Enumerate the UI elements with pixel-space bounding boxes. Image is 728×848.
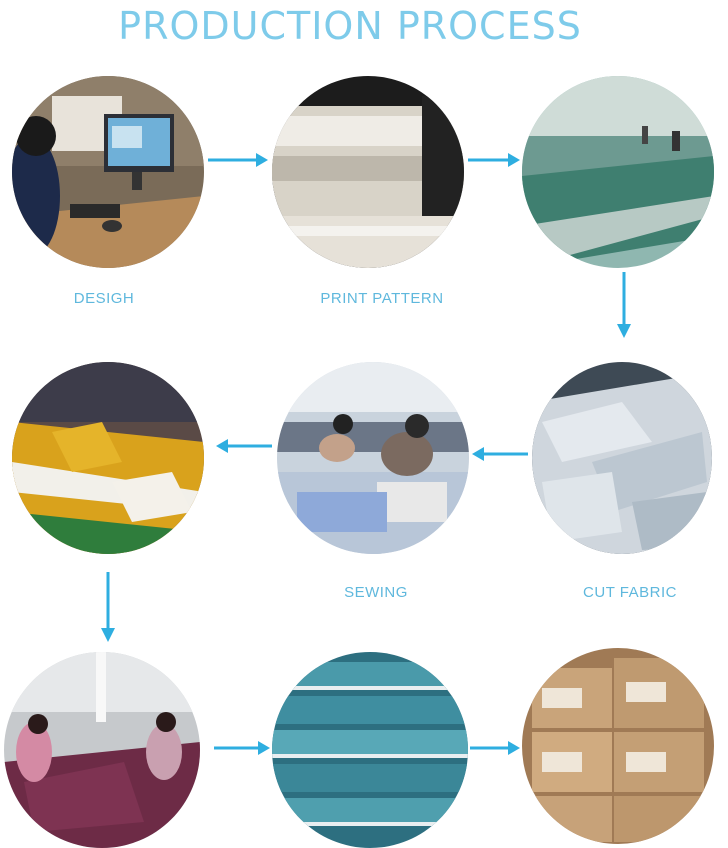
photo-finished-garments	[12, 362, 204, 554]
photo-design	[12, 76, 204, 268]
arrow-left-icon	[216, 439, 272, 453]
photo-print-pattern	[272, 76, 464, 268]
step-label-design: DESIGH	[73, 290, 135, 307]
arrow-right-icon	[470, 741, 520, 755]
photo-sewing	[277, 362, 469, 554]
step-label-print-pattern: PRINT PATTERN	[320, 290, 444, 307]
page-title: PRODUCTION PROCESS	[118, 4, 582, 48]
step-label-sewing: SEWING	[344, 584, 408, 601]
arrow-right-icon	[214, 741, 270, 755]
photo-cut-fabric	[532, 362, 712, 554]
photo-factory-floor	[522, 76, 714, 268]
arrow-right-icon	[468, 153, 520, 167]
photo-inspection	[4, 652, 200, 848]
photo-cartons	[522, 648, 714, 844]
photo-packed-garments	[272, 652, 468, 848]
arrow-down-icon	[617, 272, 631, 338]
arrow-left-icon	[472, 447, 528, 461]
step-label-cut-fabric: CUT FABRIC	[583, 584, 677, 601]
arrow-down-icon	[101, 572, 115, 642]
arrow-right-icon	[208, 153, 268, 167]
